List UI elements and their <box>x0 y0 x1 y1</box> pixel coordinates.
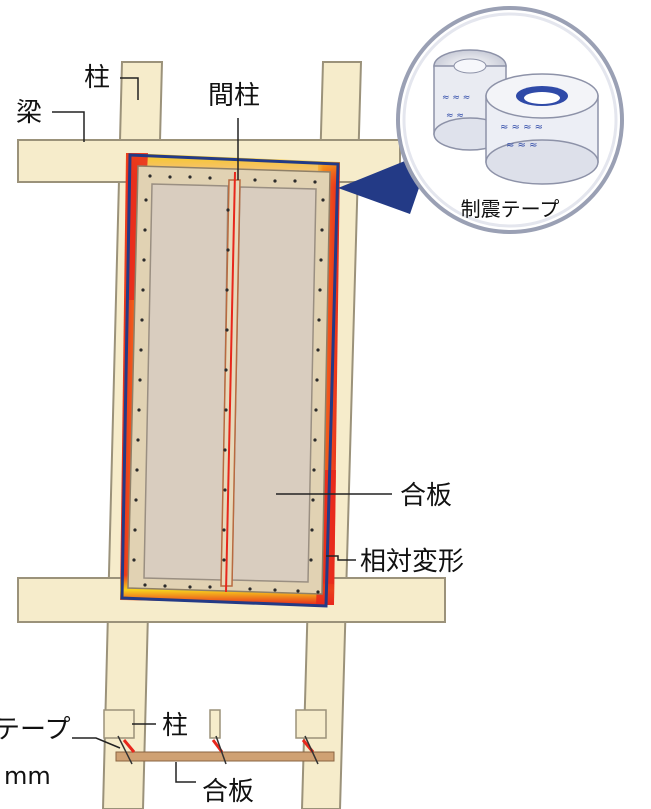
leader-column-top <box>120 77 139 100</box>
leader-deformation <box>326 555 356 561</box>
label-section-unit: mm <box>4 762 51 790</box>
leader-lines <box>52 77 392 561</box>
section-stud <box>209 709 221 739</box>
label-relative-deformation: 相対変形 <box>360 547 464 577</box>
deformed-outline <box>120 153 340 608</box>
label-section-plywood: 合板 <box>202 777 254 807</box>
nail-dots <box>132 174 325 594</box>
plywood-sheet-right <box>231 186 317 583</box>
section-column-left <box>103 709 135 739</box>
label-column-top: 柱 <box>84 63 110 93</box>
label-plywood: 合板 <box>400 481 452 511</box>
label-section-tape: テープ <box>0 715 70 745</box>
section-column-right <box>295 709 327 739</box>
leader-section-plywood <box>175 762 196 783</box>
cross-section: テープ mm 柱 合板 <box>0 709 335 807</box>
svg-text:≈ ≈ ≈: ≈ ≈ ≈ <box>506 140 538 151</box>
tape-callout-label: 制震テープ <box>461 197 560 221</box>
label-stud: 間柱 <box>208 81 260 111</box>
stud-stress-line <box>225 171 236 593</box>
plywood-sheet-left <box>143 183 229 581</box>
leader-section-tape <box>72 737 121 749</box>
svg-text:≈ ≈ ≈: ≈ ≈ ≈ <box>442 93 470 103</box>
wall-panel <box>120 153 340 608</box>
label-section-column: 柱 <box>162 711 188 741</box>
tape-roll-front-icon: ≈ ≈ ≈ ≈ ≈ ≈ ≈ <box>485 73 599 185</box>
section-nails <box>117 735 319 765</box>
svg-text:≈ ≈ ≈ ≈: ≈ ≈ ≈ ≈ <box>500 122 543 133</box>
leader-beam <box>52 111 85 142</box>
label-beam: 梁 <box>16 98 42 128</box>
svg-text:≈ ≈: ≈ ≈ <box>446 111 464 121</box>
tape-callout: ≈ ≈ ≈ ≈ ≈ ≈ ≈ ≈ ≈ ≈ ≈ ≈ 制震テープ <box>396 6 624 234</box>
